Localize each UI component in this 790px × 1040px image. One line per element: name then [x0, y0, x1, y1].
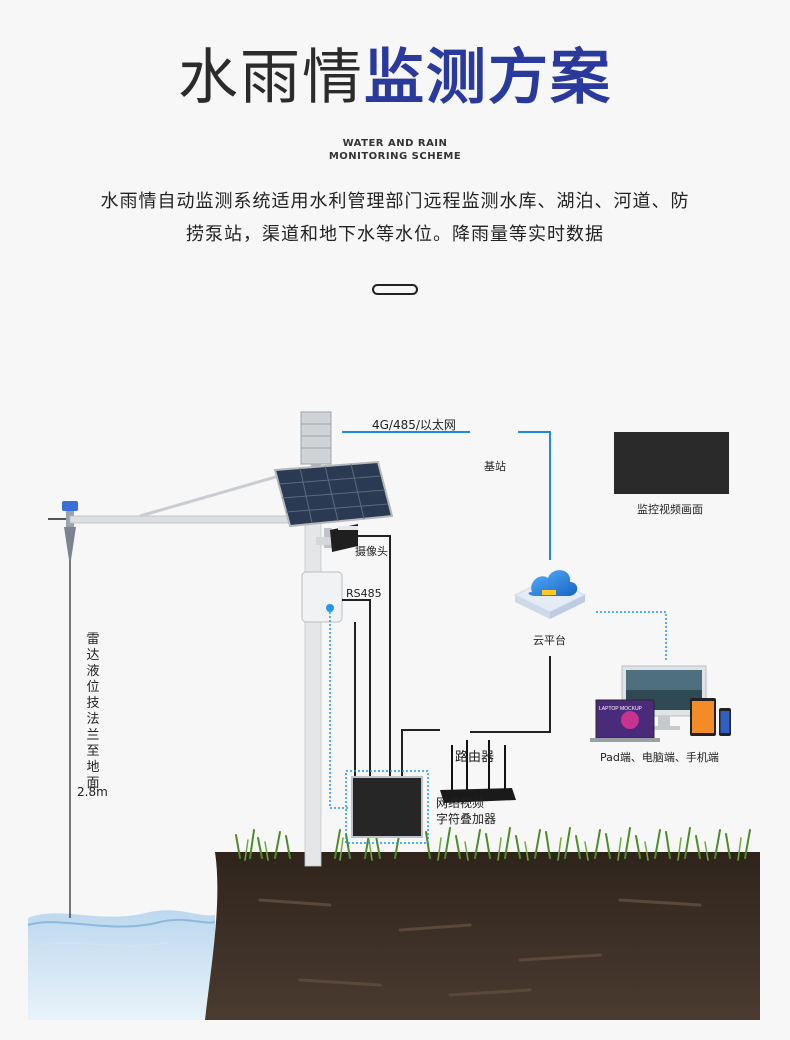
overlay-label-line-2: 字符叠加器 [436, 812, 497, 826]
cloud-platform-icon [513, 570, 587, 619]
subtitle-line-1: WATER AND RAIN [342, 138, 448, 149]
overlay-dotted-frame [345, 770, 429, 844]
dotted-device-link [596, 611, 667, 660]
title-part-2: 监测方案 [364, 43, 612, 113]
soil-ground [205, 852, 760, 1020]
subtitle-line-2: MONITORING SCHEME [328, 151, 462, 162]
laptop-screen-text: LAPTOP MOCKUP [599, 706, 643, 712]
dotted-box-link [329, 612, 350, 809]
phone-icon [719, 708, 731, 736]
overlay-device-icon [351, 776, 423, 838]
control-box-icon [301, 571, 343, 623]
overlay-label-line-1: 网络视频 [436, 796, 485, 810]
camera-label: 摄像头 [355, 545, 388, 558]
base-station-label: 基站 [484, 460, 506, 473]
camera-icon [316, 524, 358, 552]
devices-label: Pad端、电脑端、手机端 [600, 751, 719, 764]
network-label: 4G/485/以太网 [372, 418, 456, 432]
router-icon [440, 740, 516, 803]
description-line-1: 水雨情自动监测系统适用水利管理部门远程监测水库、湖泊、河道、防 [100, 191, 690, 212]
arm-brace [139, 468, 301, 518]
page-title: 水雨情监测方案 [0, 42, 790, 114]
title-part-1: 水雨情 [178, 43, 364, 113]
router-label: 路由器 [455, 750, 495, 765]
cloud-label: 云平台 [533, 634, 566, 647]
rs485-label: RS485 [346, 587, 382, 600]
monitor-screen-icon [614, 432, 729, 494]
tablet-icon [690, 698, 716, 736]
router-cloud-cable [470, 656, 551, 733]
grass [235, 827, 751, 859]
sensor-arm [69, 515, 306, 524]
radar-label-text: 雷达液位技法兰至地面 [86, 632, 100, 791]
description-line-2: 捞泵站，渠道和地下水等水位。降雨量等实时数据 [186, 224, 604, 245]
solar-panel-icon [273, 460, 394, 528]
divider-pill [372, 284, 418, 295]
radar-label: 雷达液位技法兰至地面 [83, 632, 103, 792]
cables [342, 535, 440, 780]
monitor-label: 监控视频画面 [637, 503, 703, 516]
network-link [342, 431, 551, 560]
water-body [27, 910, 216, 1020]
laptop-icon: LAPTOP MOCKUP [590, 699, 660, 742]
radar-value: 2.8m [77, 785, 108, 799]
pole [304, 499, 322, 867]
radar-sensor-icon [48, 501, 78, 560]
